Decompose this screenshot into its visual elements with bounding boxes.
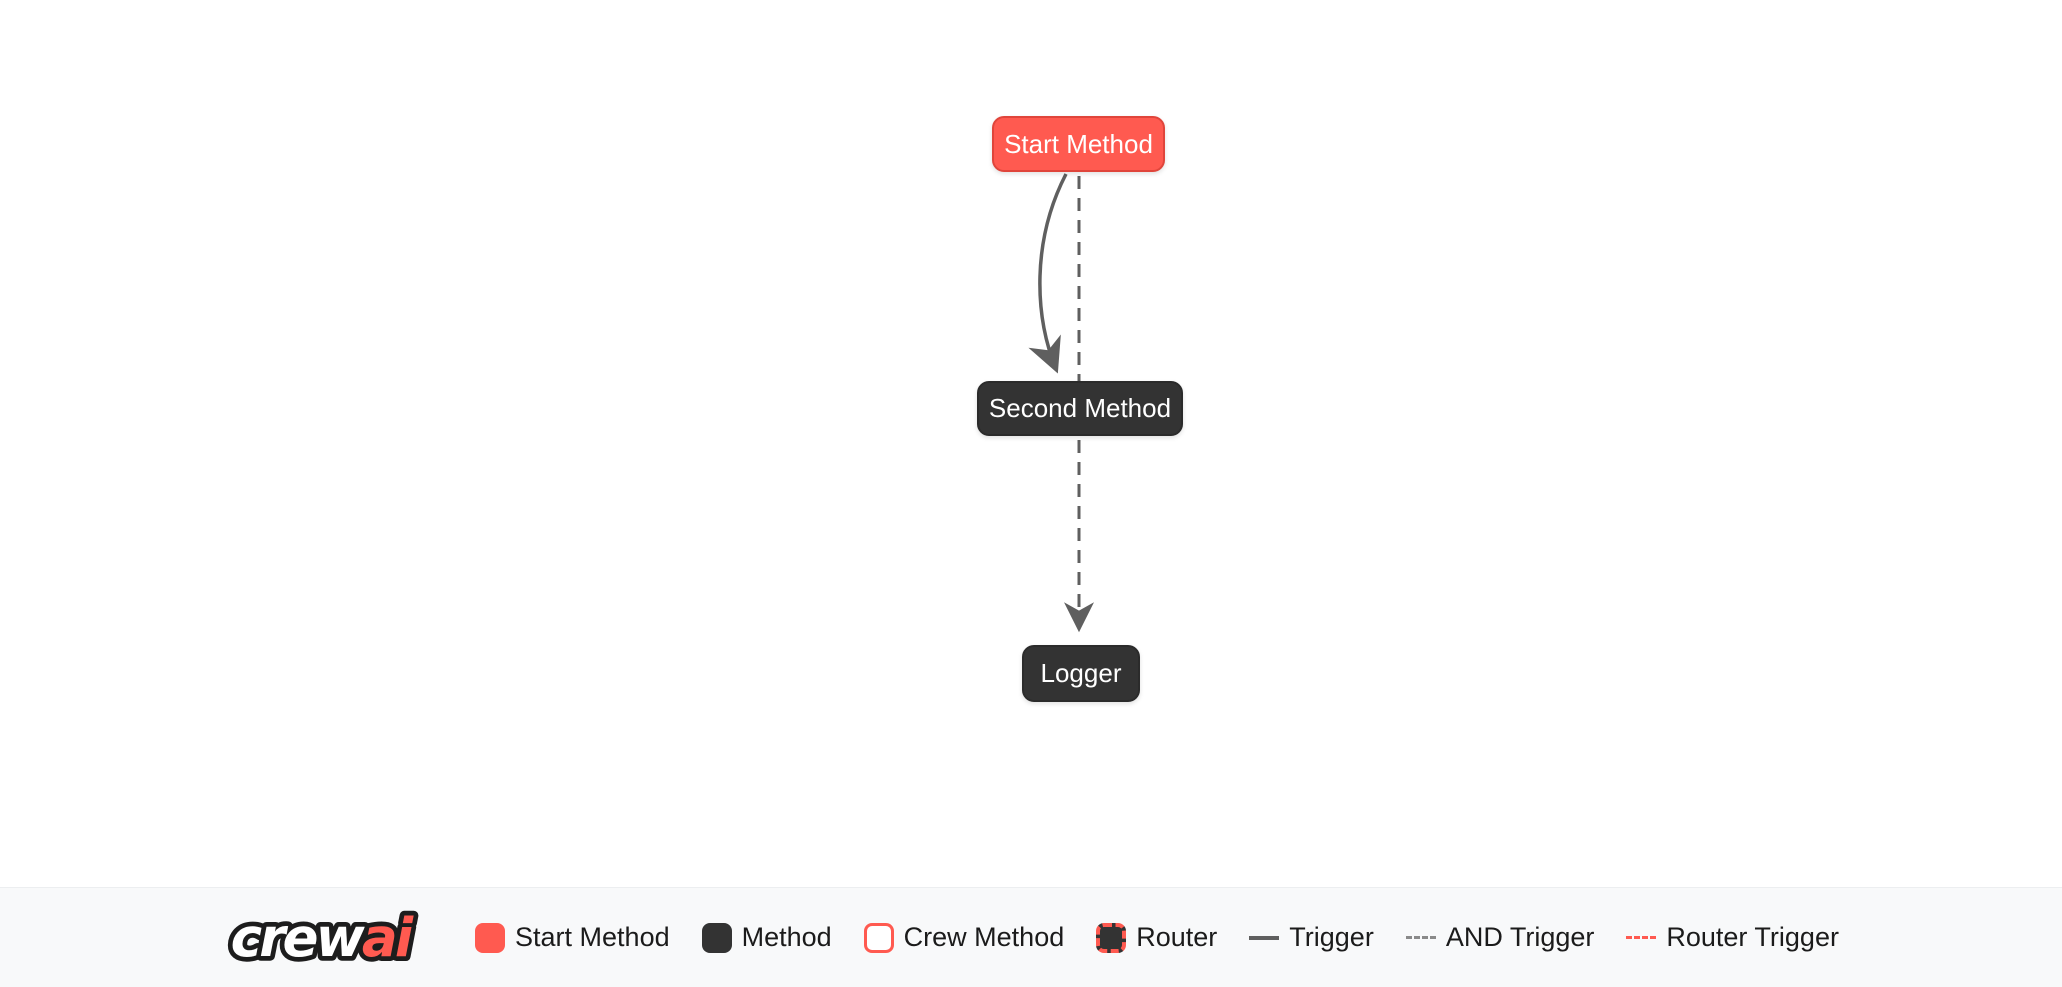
legend-label-router-trigger: Router Trigger (1666, 922, 1839, 952)
legend-item-and-trigger: AND Trigger (1405, 922, 1595, 953)
crew-method-swatch (863, 922, 894, 953)
trigger-line-swatch (1249, 935, 1280, 940)
legend-label-and-trigger: AND Trigger (1445, 922, 1595, 952)
legend-label-method: Method (741, 922, 832, 952)
crewai-logo: crewai crewai (223, 898, 443, 978)
legend-label-router: Router (1136, 922, 1218, 952)
start-method-swatch (475, 922, 506, 953)
svg-text:crewai: crewai (231, 907, 414, 969)
crewai-logo-svg: crewai crewai (223, 898, 426, 978)
legend-bar: crewai crewai Start Method Method Crew M… (0, 887, 2062, 987)
node-start-method[interactable]: Start Method (992, 116, 1165, 172)
router-swatch (1096, 922, 1127, 953)
legend-label-trigger: Trigger (1289, 922, 1374, 952)
legend-item-router: Router (1096, 922, 1217, 953)
legend-item-router-trigger: Router Trigger (1626, 922, 1839, 953)
legend-item-start-method: Start Method (475, 922, 670, 953)
node-second-method[interactable]: Second Method (977, 381, 1183, 436)
router-trigger-line-swatch (1626, 936, 1657, 939)
method-swatch (701, 922, 732, 953)
svg-text:crewai: crewai (231, 907, 414, 969)
and-trigger-line-swatch (1405, 936, 1436, 939)
trigger-edge-start-to-second (1028, 173, 1068, 374)
legend-label-crew-method: Crew Method (903, 922, 1065, 952)
legend-item-trigger: Trigger (1249, 922, 1374, 953)
legend-item-method: Method (701, 922, 832, 953)
flow-canvas[interactable]: Start Method Second Method Logger (0, 0, 2062, 888)
legend-label-start-method: Start Method (515, 922, 670, 952)
legend-item-crew-method: Crew Method (863, 922, 1065, 953)
node-logger[interactable]: Logger (1022, 645, 1140, 702)
